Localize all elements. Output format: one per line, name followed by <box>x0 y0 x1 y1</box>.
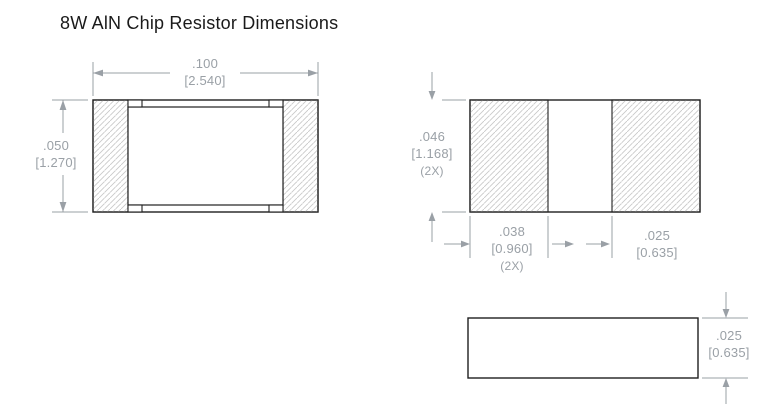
arrowhead-up-icon <box>722 378 730 387</box>
dim-pad-gap-mm: [0.635] <box>636 245 677 260</box>
dim-thickness-inches: .025 <box>716 328 742 343</box>
dim-thickness-mm: [0.635] <box>708 345 749 360</box>
object-geometry <box>92 99 701 379</box>
dimension-labels: .100 [2.540] .050 [1.270] .046 [1.168] (… <box>35 56 749 360</box>
dim-pad-gap-inches: .025 <box>644 228 670 243</box>
arrowhead-up-icon <box>59 100 67 110</box>
arrowhead-up-icon <box>428 212 436 221</box>
arrowhead-right-icon <box>461 240 470 248</box>
pad-view-right-pad-hatch <box>611 99 701 213</box>
dimension-lines <box>52 62 748 404</box>
dim-pad-width-qty: (2X) <box>500 259 523 273</box>
dim-pad-width-inches: .038 <box>499 224 525 239</box>
top-view-right-termination-hatch <box>282 99 319 213</box>
arrowhead-right-icon <box>308 69 318 77</box>
dim-top-height-inches: .050 <box>43 138 69 153</box>
dim-top-width-mm: [2.540] <box>184 73 225 88</box>
arrowhead-right-icon <box>565 240 574 248</box>
arrowhead-left-icon <box>93 69 103 77</box>
dim-pad-length-inches: .046 <box>419 129 445 144</box>
top-view-tab-top-left <box>127 99 143 108</box>
arrowhead-down-icon <box>428 91 436 100</box>
dim-top-height-mm: [1.270] <box>35 155 76 170</box>
arrowhead-down-icon <box>722 309 730 318</box>
dim-top-width-inches: .100 <box>192 56 218 71</box>
dimension-arrowheads <box>59 69 730 387</box>
top-view-tab-bottom-right <box>268 204 284 213</box>
arrowhead-right-icon <box>601 240 610 248</box>
top-view-tab-top-right <box>268 99 284 108</box>
dim-pad-length-mm: [1.168] <box>411 146 452 161</box>
side-view-outline <box>467 317 699 379</box>
dim-pad-length-qty: (2X) <box>420 164 443 178</box>
pad-view-left-pad-hatch <box>469 99 549 213</box>
arrowhead-down-icon <box>59 202 67 212</box>
page-title: 8W AlN Chip Resistor Dimensions <box>60 13 338 33</box>
top-view-left-termination-hatch <box>92 99 129 213</box>
dim-pad-width-mm: [0.960] <box>491 241 532 256</box>
top-view-element-area <box>127 106 284 206</box>
top-view-tab-bottom-left <box>127 204 143 213</box>
